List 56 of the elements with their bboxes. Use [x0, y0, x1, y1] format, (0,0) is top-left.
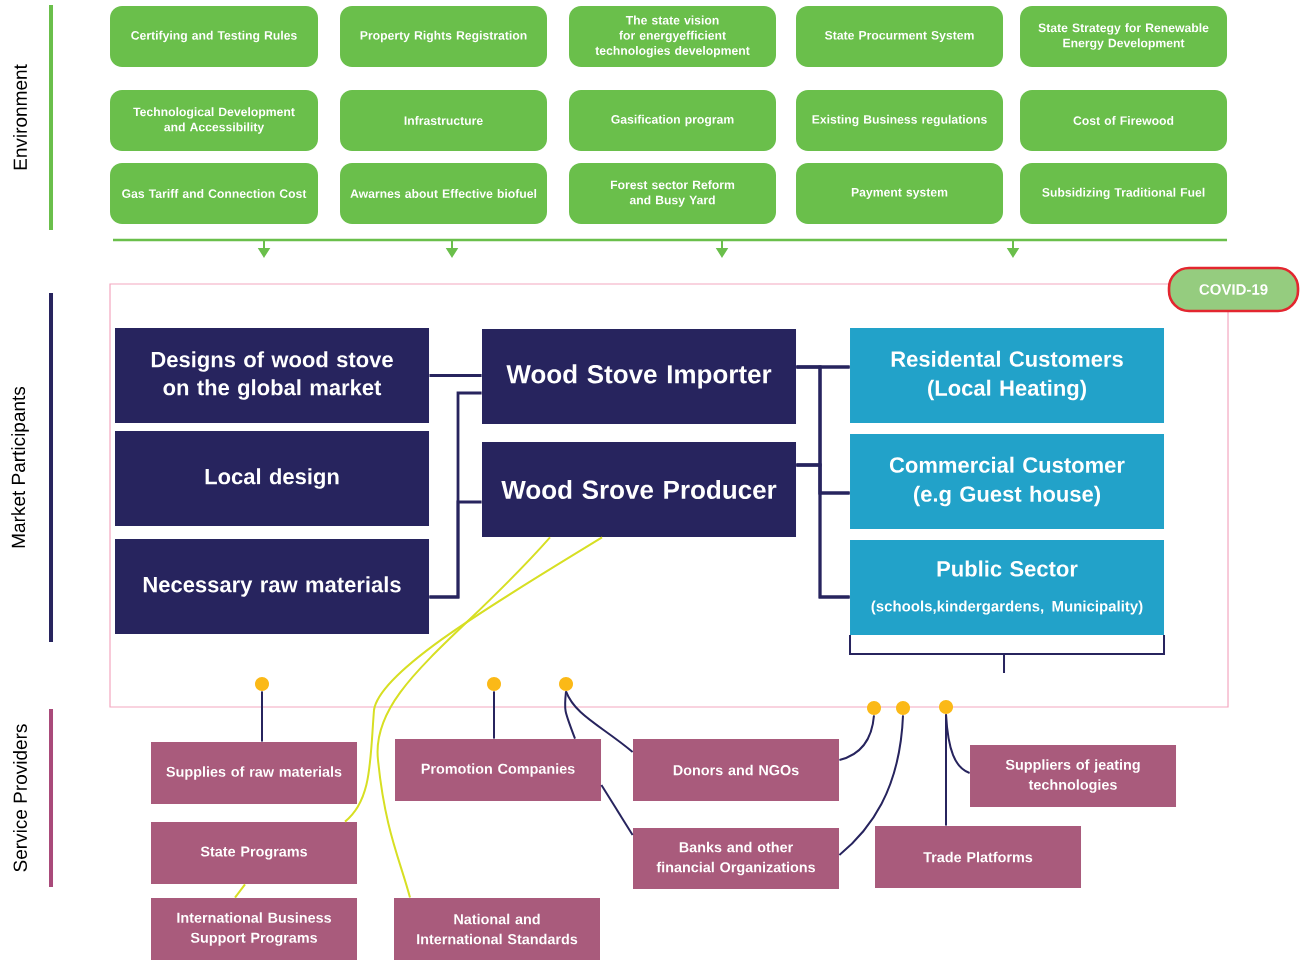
section-label: Service Providers	[13, 724, 27, 872]
participant-box: Necessary raw materials	[115, 539, 429, 634]
connector-line	[945, 713, 971, 774]
connector-line	[261, 690, 263, 743]
factor-box: Gasification program	[569, 90, 776, 151]
factor-box: Infrastructure	[340, 90, 547, 151]
connector-line	[493, 690, 495, 740]
connector-dot	[255, 677, 269, 691]
factor-box: State Procurment System	[796, 6, 1003, 67]
provider-box: Donors and NGOs	[633, 739, 839, 801]
factor-box: The state vision for energyefficient technologies development	[569, 6, 776, 67]
section-label: Environment	[13, 64, 27, 170]
connector-line	[600, 784, 634, 836]
customer-box: Public Sector (schools,kindergardens, Municipality)	[850, 540, 1164, 635]
factor-box: Gas Tariff and Connection Cost	[110, 163, 318, 224]
connector-dot	[487, 677, 501, 691]
section-label: Market Participants	[11, 386, 29, 548]
provider-box: Trade Platforms	[875, 826, 1081, 888]
provider-box: National and International Standards	[394, 898, 600, 960]
connector-line	[377, 536, 551, 899]
factor-box: Property Rights Registration	[340, 6, 547, 67]
factor-box: Technological Development and Accessibility	[110, 90, 318, 151]
connector-dot	[896, 701, 910, 715]
participant-box: Local design	[115, 431, 429, 526]
factor-box: State Strategy for Renewable Energy Development	[1020, 6, 1227, 67]
connector-dot	[559, 677, 573, 691]
provider-box: State Programs	[151, 822, 357, 884]
provider-box: Supplies of raw materials	[151, 742, 357, 804]
customer-box: Residental Customers (Local Heating)	[850, 328, 1164, 423]
provider-box: Banks and other financial Organizations	[633, 828, 839, 889]
covid-badge: COVID-19	[1167, 266, 1300, 313]
participant-box: Designs of wood stove on the global market	[115, 328, 429, 423]
provider-box: International Business Support Programs	[151, 898, 357, 960]
connector-line	[234, 883, 246, 899]
connector-dot	[867, 701, 881, 715]
connector-line	[564, 690, 576, 740]
factor-box: Cost of Firewood	[1020, 90, 1227, 151]
connector-line	[838, 714, 875, 761]
connector-line	[796, 463, 850, 599]
connector-line	[838, 714, 904, 856]
factor-box: Payment system	[796, 163, 1003, 224]
connector-line	[344, 536, 603, 823]
participant-box: Wood Stove Importer	[482, 329, 796, 424]
factor-box: Certifying and Testing Rules	[110, 6, 318, 67]
participant-box: Wood Srove Producer	[482, 442, 796, 537]
provider-box: Promotion Companies	[395, 739, 601, 801]
connector-line	[429, 374, 482, 377]
factor-box: Subsidizing Traditional Fuel	[1020, 163, 1227, 224]
customer-box: Commercial Customer (e.g Guest house)	[850, 434, 1164, 529]
connector-dot	[939, 700, 953, 714]
connector-line	[565, 690, 634, 753]
factor-box: Existing Business regulations	[796, 90, 1003, 151]
factor-box: Awarnes about Effective biofuel	[340, 163, 547, 224]
factor-box: Forest sector Reform and Busy Yard	[569, 163, 776, 224]
provider-box: Suppliers of jeating technologies	[970, 745, 1176, 807]
connector-line	[429, 500, 482, 599]
